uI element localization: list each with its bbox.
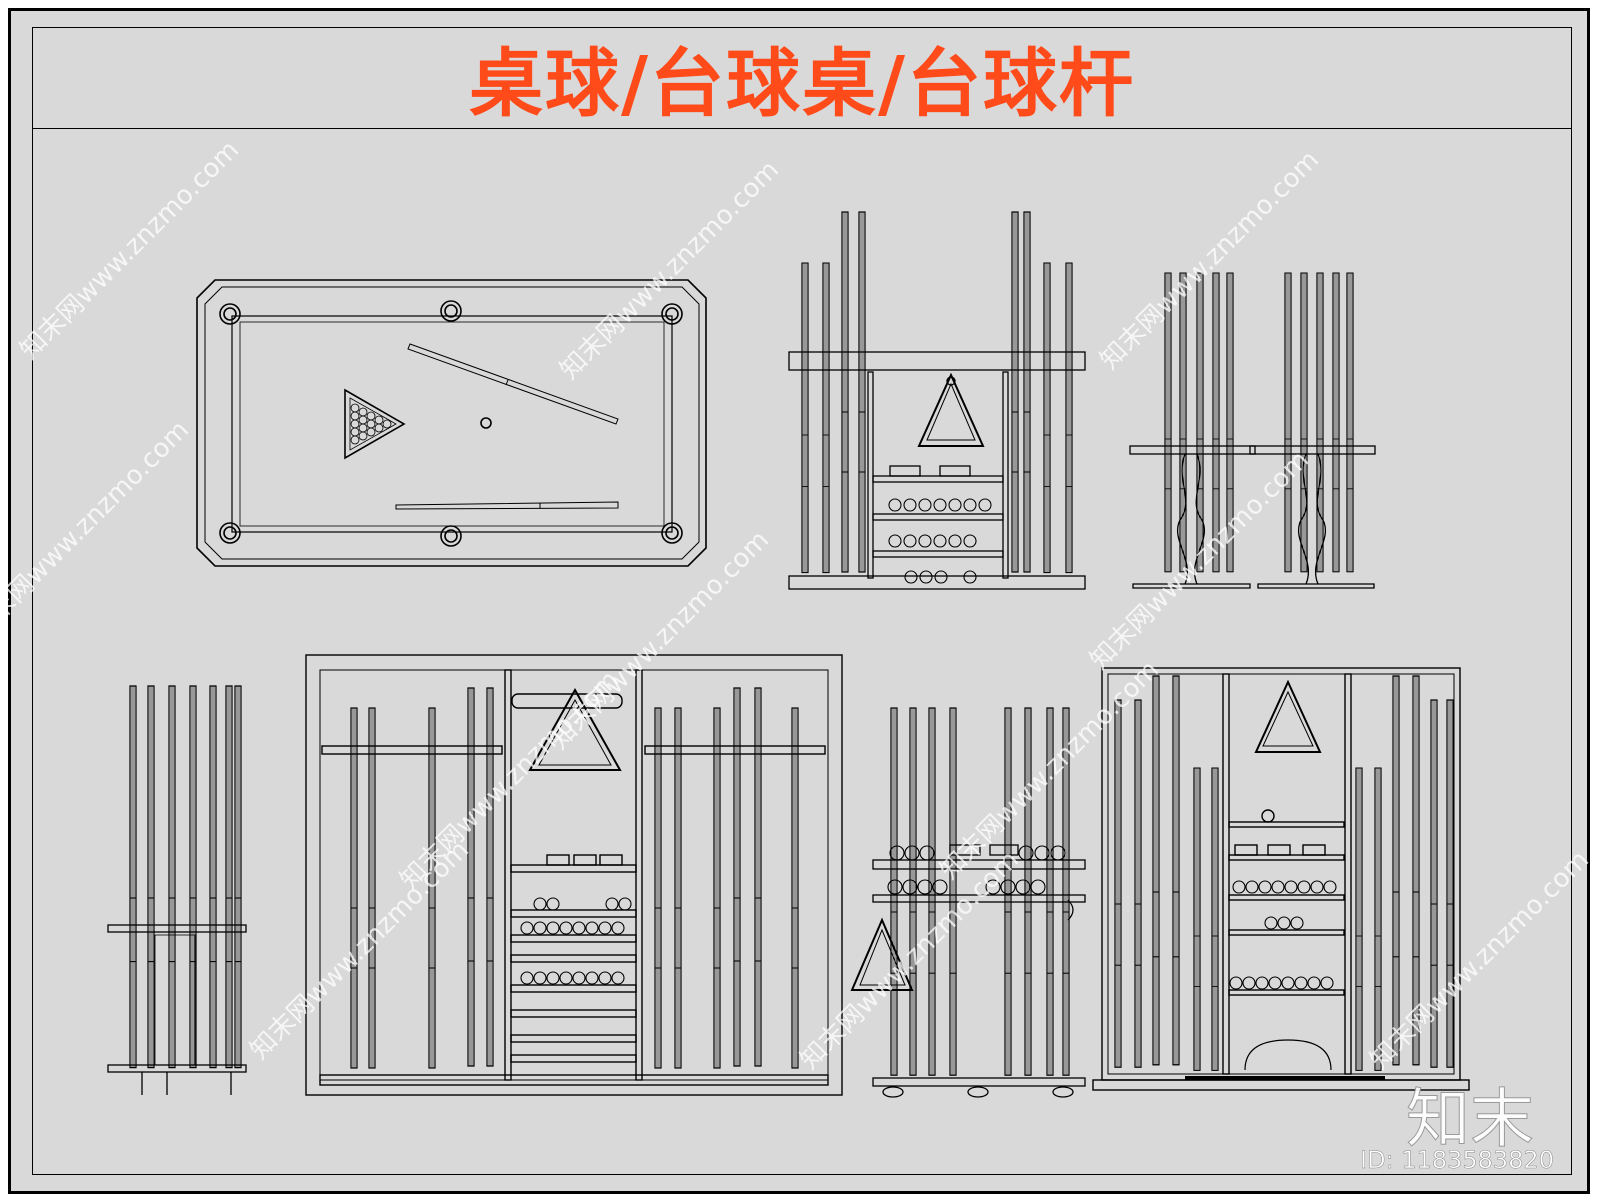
cue-stick-icon [395, 501, 619, 510]
pool-table-top-view [196, 279, 707, 567]
floor-rack-with-balls [850, 707, 1086, 1098]
cue-rack-side-view [107, 685, 247, 1095]
brand-logo: 知末 [1406, 1083, 1535, 1158]
title-bar: 桌球/台球桌/台球杆 [32, 27, 1572, 129]
image-id-label: ID: 1183583820 [1360, 1146, 1554, 1175]
cue-ball-icon [480, 417, 492, 429]
floor-cue-stand [1249, 272, 1376, 589]
page-title: 桌球/台球桌/台球杆 [468, 41, 1136, 127]
wall-cue-rack [788, 211, 1086, 590]
pocket-icon [219, 300, 683, 547]
inner-frame [32, 27, 1572, 1175]
drawing-sheet [8, 8, 1590, 1194]
rack-triangle-icon [344, 388, 406, 460]
cue-stick-icon [407, 343, 619, 425]
floor-cue-stand [1129, 272, 1256, 589]
cue-cabinet-right [1092, 667, 1470, 1091]
cue-cabinet-large [305, 654, 843, 1096]
